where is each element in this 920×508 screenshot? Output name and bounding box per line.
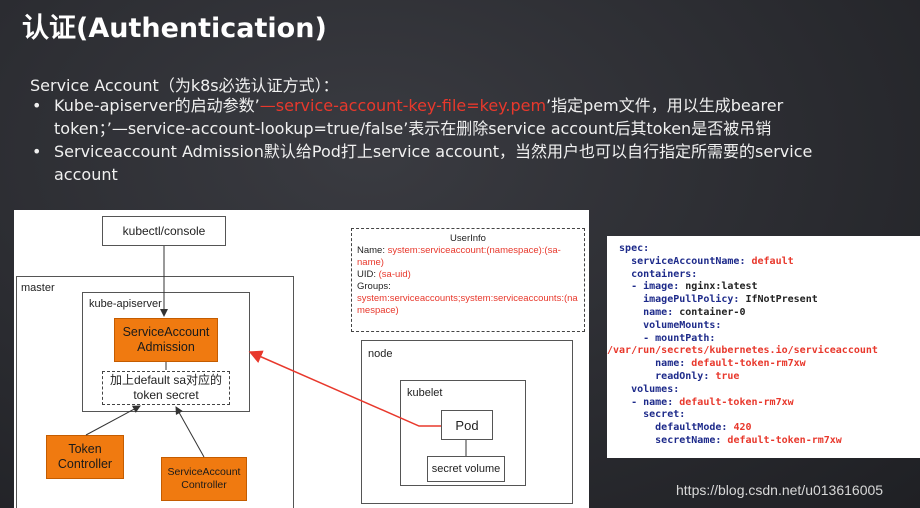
sa-admission-box: ServiceAccount Admission xyxy=(114,318,218,362)
code-line: - name: default-token-rm7xw xyxy=(607,397,920,410)
code-key: secretName: xyxy=(607,434,728,446)
bullet-1-highlight: —service-account-key-file=key.pem xyxy=(259,96,547,115)
code-line: secret: xyxy=(607,409,920,422)
code-key: volumeMounts: xyxy=(607,319,722,331)
code-line: name: container-0 xyxy=(607,307,920,320)
slide-title: 认证(Authentication) xyxy=(22,13,327,44)
code-value: default-token-rm7xw xyxy=(691,358,806,370)
code-line: volumes: xyxy=(607,384,920,397)
userinfo-groups-value: system:serviceaccounts;system:serviceacc… xyxy=(357,293,578,316)
code-key: name: xyxy=(607,306,680,318)
code-line: secretName: default-token-rm7xw xyxy=(607,435,920,448)
code-line: - image: nginx:latest xyxy=(607,281,920,294)
code-value: default-token-rm7xw xyxy=(679,396,794,408)
code-line: serviceAccountName: default xyxy=(607,256,920,269)
code-key: imagePullPolicy: xyxy=(607,294,746,306)
code-key: - mountPath: xyxy=(607,332,716,344)
code-key: defaultMode: xyxy=(607,422,734,434)
bullet-list: • Kube-apiserver的启动参数’—service-account-k… xyxy=(30,94,820,186)
userinfo-uid-value: (sa-uid) xyxy=(378,269,411,280)
userinfo-uid-label: UID: xyxy=(357,269,379,280)
kubectl-console-box: kubectl/console xyxy=(102,216,226,246)
code-line: - mountPath: xyxy=(607,333,920,346)
bullet-dot: • xyxy=(32,142,42,161)
code-line: imagePullPolicy: IfNotPresent xyxy=(607,294,920,307)
code-key: volumes: xyxy=(607,383,680,395)
arrow-token-controller xyxy=(85,405,141,436)
token-controller-box: Token Controller xyxy=(46,435,124,479)
bullet-1-prefix: Kube-apiserver的启动参数’ xyxy=(54,96,260,115)
token-secret-label-1: 加上default sa对应的 xyxy=(109,373,223,387)
userinfo-groups-label: Groups: xyxy=(357,281,391,292)
code-plain-value: nginx:latest xyxy=(685,281,758,293)
code-plain-value: container-0 xyxy=(679,306,746,318)
userinfo-uid-row: UID: (sa-uid) xyxy=(357,269,579,281)
secret-volume-label: secret volume xyxy=(431,463,501,475)
token-controller-label-2: Controller xyxy=(57,457,113,471)
bullet-sa-admission: • Serviceaccount Admission默认给Pod打上servic… xyxy=(30,140,820,186)
userinfo-name-label: Name: xyxy=(357,245,388,256)
bullet-dot: • xyxy=(32,96,42,115)
token-controller-label-1: Token xyxy=(68,442,102,456)
userinfo-box: UserInfo Name: system:serviceaccount:(na… xyxy=(351,228,585,332)
kube-apiserver-label: kube-apiserver xyxy=(89,298,162,310)
auth-diagram: kubectl/console master kube-apiserver Se… xyxy=(14,210,589,508)
bullet-1-suffix: ’指定pem文件，用以生成bearer token；’—service-acco… xyxy=(54,96,784,138)
code-line: name: default-token-rm7xw xyxy=(607,358,920,371)
pod-box: Pod xyxy=(441,410,493,440)
sa-admission-label-2: Admission xyxy=(137,340,195,354)
arrow-pod-to-apiserver xyxy=(248,350,441,427)
code-value: default xyxy=(751,255,794,267)
arrow-sa-controller xyxy=(175,406,205,458)
userinfo-name-value: system:serviceaccount:(namespace):(sa-na… xyxy=(357,245,561,268)
pod-spec-yaml: spec: serviceAccountName: default contai… xyxy=(607,236,920,458)
code-value: true xyxy=(715,370,740,382)
userinfo-title: UserInfo xyxy=(450,233,486,244)
kubelet-label: kubelet xyxy=(407,387,443,399)
code-key: readOnly: xyxy=(607,370,716,382)
bullet-apiserver-params: • Kube-apiserver的启动参数’—service-account-k… xyxy=(30,94,820,140)
code-line: defaultMode: 420 xyxy=(607,422,920,435)
code-line: readOnly: true xyxy=(607,371,920,384)
sa-controller-label-2: Controller xyxy=(181,479,227,491)
code-key: containers: xyxy=(607,268,698,280)
bullet-2-text: Serviceaccount Admission默认给Pod打上service … xyxy=(54,142,813,184)
code-value: /var/run/secrets/kubernetes.io/serviceac… xyxy=(607,345,878,357)
code-key: name: xyxy=(607,358,692,370)
code-plain-value: IfNotPresent xyxy=(745,294,818,306)
secret-volume-box: secret volume xyxy=(427,456,505,482)
code-value: 420 xyxy=(733,422,752,434)
code-key: - name: xyxy=(607,396,680,408)
pod-label: Pod xyxy=(455,417,479,433)
sa-controller-label-1: ServiceAccount xyxy=(167,466,241,478)
code-key: secret: xyxy=(607,409,686,421)
intro-text: Service Account（为k8s必选认证方式）： xyxy=(30,76,339,95)
code-key: spec: xyxy=(607,243,650,254)
code-key: serviceAccountName: xyxy=(607,255,752,267)
master-label: master xyxy=(21,282,55,294)
token-secret-label-2: token secret xyxy=(133,388,199,402)
code-line: spec: xyxy=(607,243,920,256)
node-label: node xyxy=(368,348,393,360)
code-value: default-token-rm7xw xyxy=(727,434,842,446)
userinfo-name-row: Name: system:serviceaccount:(namespace):… xyxy=(357,245,579,269)
code-line: /var/run/secrets/kubernetes.io/serviceac… xyxy=(607,345,920,358)
code-line: containers: xyxy=(607,269,920,282)
sa-admission-label-1: ServiceAccount xyxy=(122,325,210,339)
watermark-url: https://blog.csdn.net/u013616005 xyxy=(676,482,884,498)
diagram-arrows xyxy=(85,246,467,458)
kubectl-console-label: kubectl/console xyxy=(122,224,206,238)
token-secret-box: 加上default sa对应的 token secret xyxy=(102,371,230,405)
code-line: volumeMounts: xyxy=(607,320,920,333)
code-key: - image: xyxy=(607,281,686,293)
sa-controller-box: ServiceAccount Controller xyxy=(161,457,247,501)
